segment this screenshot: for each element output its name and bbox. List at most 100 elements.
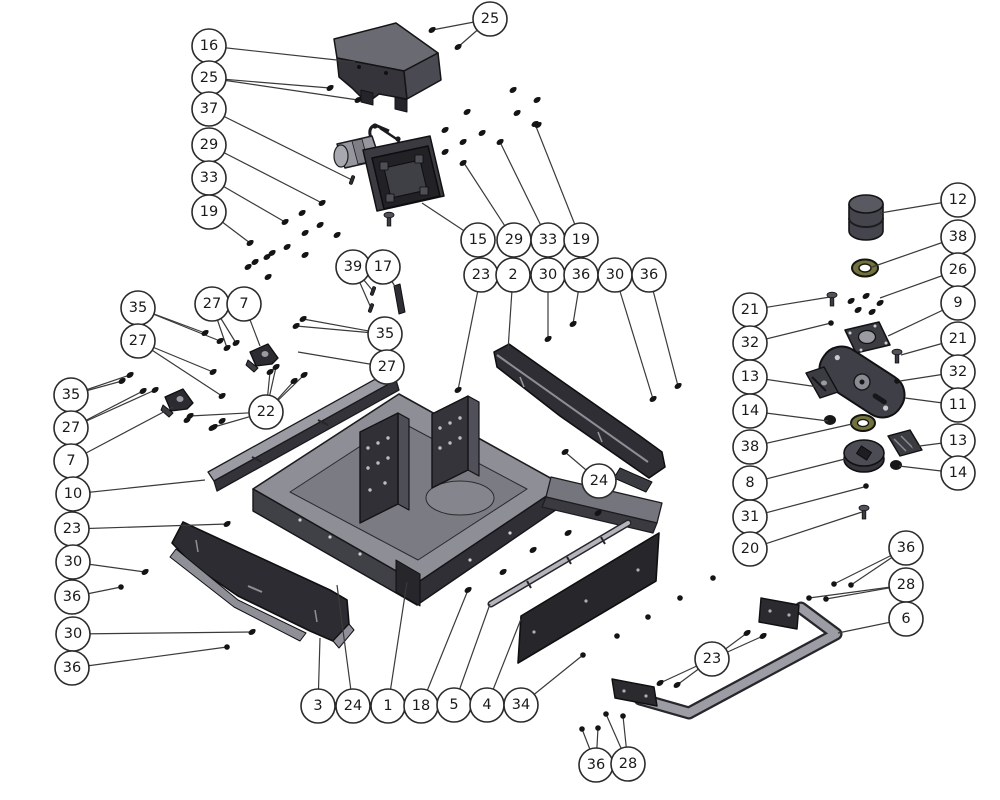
callout-label: 2 [508,267,517,283]
screw-icon [674,382,682,390]
part-1-frame-base [252,393,663,607]
callout-35: 35 [367,316,403,352]
callout-7: 7 [226,286,262,322]
screw-icon [281,218,289,226]
bolt-icon [891,348,903,364]
part-6-handle-bar [611,597,843,720]
bolt-icon [826,291,838,307]
callout-label: 36 [63,589,81,605]
callout-label: 8 [745,475,754,491]
screw-icon [847,297,855,305]
screw-icon [499,568,507,576]
part-8-swivel-disc [843,439,885,473]
callout-label: 35 [376,326,394,342]
callout-36: 36 [563,257,599,293]
screw-icon [218,417,226,425]
screw-icon [208,424,216,432]
callout-29: 29 [191,127,227,163]
callout-label: 6 [901,611,910,627]
screw-icon [649,395,657,403]
screw-icon [428,26,436,34]
screw-icon [232,339,240,347]
screw-head-icon [118,584,124,590]
callout-label: 19 [572,232,590,248]
screw-icon [496,138,504,146]
callout-label: 34 [512,697,530,713]
screw-icon [126,371,134,379]
screw-icon [263,253,271,261]
parts-layer [160,22,923,720]
callout-label: 35 [62,387,80,403]
screw-icon [854,306,862,314]
callout-36: 36 [888,530,924,566]
leader-line-to-5 [453,603,491,706]
callout-24: 24 [335,688,371,724]
pin-icon [367,303,375,313]
leader-line-to-23 [457,274,482,391]
screw-icon [569,320,577,328]
screw-head-icon [828,320,834,326]
callout-20: 20 [732,531,768,567]
part-14-grommet-left [824,415,836,425]
part-7-bracket-top [245,343,279,373]
screw-head-icon [831,581,837,587]
callout-label: 10 [64,486,82,502]
callout-label: 30 [539,267,557,283]
part-13-stop-bracket-left [805,366,839,399]
callout-36: 36 [54,579,90,615]
callout-18: 18 [403,688,439,724]
callout-3: 3 [300,688,336,724]
callout-label: 38 [741,439,759,455]
screw-icon [459,138,467,146]
callout-23: 23 [694,641,730,677]
callout-33: 33 [191,160,227,196]
callout-2: 2 [495,257,531,293]
callout-14: 14 [732,393,768,429]
screw-icon [862,292,870,300]
screw-icon [318,199,326,207]
screw-head-icon [620,713,626,719]
screw-icon [223,344,231,352]
callout-label: 36 [897,540,915,556]
callout-22: 22 [248,394,284,430]
screw-icon [139,387,147,395]
callout-label: 11 [949,397,967,413]
leader-line-to-1 [387,581,408,707]
screw-head-icon [848,582,854,588]
screw-icon [454,386,462,394]
callout-4: 4 [469,687,505,723]
screw-icon [333,231,341,239]
screw-icon [463,108,471,116]
callout-label: 32 [949,364,967,380]
callout-label: 26 [949,262,967,278]
callout-label: 39 [344,259,362,275]
callout-label: 1 [383,698,392,714]
leader-line-to-25 [208,77,331,89]
screw-icon [301,229,309,237]
leader-line-to-20 [749,511,863,550]
callout-label: 4 [482,697,491,713]
callout-label: 23 [63,521,81,537]
part-17-pivot-pin [393,283,406,315]
callout-9: 9 [940,285,976,321]
screw-icon [673,681,681,689]
callout-38: 38 [732,429,768,465]
callout-label: 22 [257,404,275,420]
screw-icon [354,96,362,104]
screw-head-icon [806,595,812,601]
callout-label: 27 [62,420,80,436]
callout-label: 21 [741,302,759,318]
screw-icon [561,448,569,456]
leader-line-to-25 [208,77,359,101]
callout-label: 38 [949,229,967,245]
callout-label: 17 [374,259,392,275]
screw-icon [141,568,149,576]
part-12-bumper-cylinder [848,194,884,241]
screw-icon [118,377,126,385]
callout-label: 33 [539,232,557,248]
callout-label: 15 [469,232,487,248]
screw-head-icon [595,725,601,731]
part-16-cover-box [333,22,442,113]
